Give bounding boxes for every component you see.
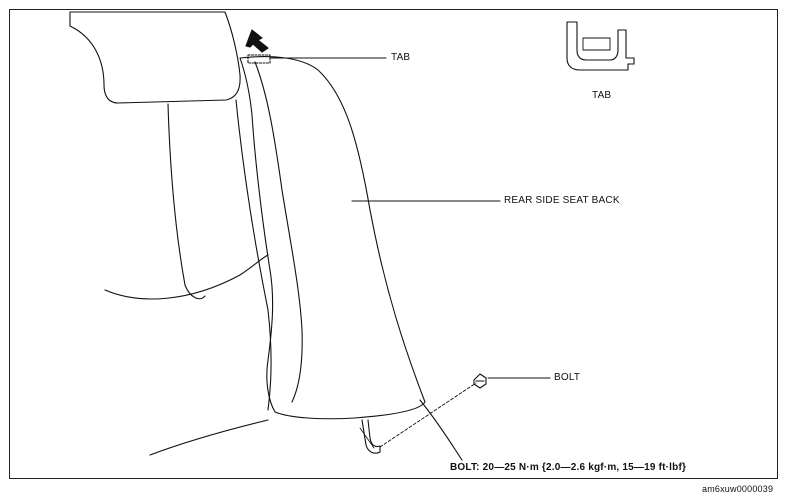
headrest [69, 11, 241, 104]
tab-detail-label: TAB [592, 90, 612, 101]
front-seat-outline [167, 103, 206, 300]
diagram-frame [9, 9, 778, 479]
bolt-label: BOLT [554, 372, 581, 383]
tab-detail-inner [582, 37, 611, 51]
tab-arrow-icon [245, 29, 269, 53]
front-seat-crease [235, 99, 272, 411]
front-seat-bottom [149, 419, 269, 456]
figure-code: am6xuw0000039 [702, 484, 774, 494]
lower-bracket-slot [359, 427, 375, 449]
panel-lower-tail [419, 399, 463, 461]
rear-side-seat-back-panel [239, 56, 426, 420]
front-seat-curve [104, 254, 269, 300]
tab-label: TAB [391, 52, 411, 63]
rear-side-seat-back-label: REAR SIDE SEAT BACK [504, 195, 620, 206]
bolt-icon [473, 373, 487, 389]
bolt-install-dashed-line [379, 382, 477, 448]
tab-detail-section [566, 21, 635, 71]
lower-bracket [361, 419, 381, 454]
bolt-torque-spec: BOLT: 20—25 N·m {2.0—2.6 kgf·m, 15—19 ft… [450, 462, 687, 473]
tab-on-seat [247, 54, 271, 64]
panel-inner-edge [254, 61, 303, 403]
